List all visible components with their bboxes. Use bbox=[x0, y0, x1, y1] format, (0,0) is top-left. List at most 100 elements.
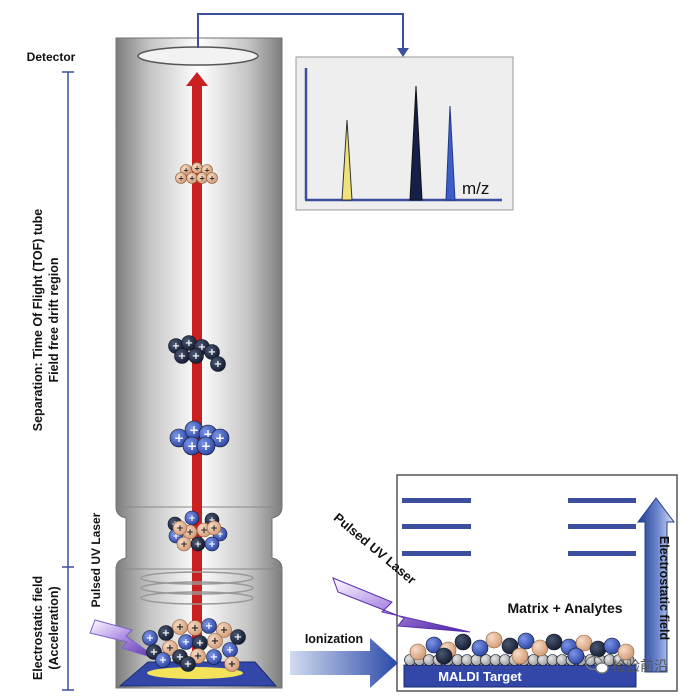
ion-particle: + bbox=[155, 652, 171, 668]
svg-text:+: + bbox=[226, 645, 234, 656]
svg-text:+: + bbox=[205, 621, 213, 632]
wechat-icon bbox=[585, 655, 609, 674]
spectrum-peak-2 bbox=[409, 85, 423, 201]
svg-text:+: + bbox=[210, 652, 218, 663]
svg-text:+: + bbox=[220, 625, 228, 636]
electrostatic-accel-label: Electrostatic field bbox=[31, 576, 45, 680]
svg-text:+: + bbox=[146, 633, 154, 644]
svg-text:+: + bbox=[201, 439, 211, 453]
ion-particle: + bbox=[206, 520, 222, 536]
svg-text:+: + bbox=[194, 651, 202, 662]
svg-text:+: + bbox=[211, 636, 219, 647]
tof-tube-label: Separation: Time Of Flight (TOF) tube bbox=[31, 209, 45, 432]
svg-text:+: + bbox=[176, 652, 184, 663]
ion-particle: + bbox=[216, 622, 232, 638]
ion-particle bbox=[603, 637, 621, 655]
watermark: 检验前沿 bbox=[585, 655, 668, 674]
svg-text:+: + bbox=[182, 637, 190, 648]
svg-text:+: + bbox=[176, 622, 184, 633]
svg-text:+: + bbox=[214, 359, 222, 370]
ion-beam-arrow bbox=[186, 72, 208, 652]
ion-particle bbox=[471, 639, 489, 657]
maldi-target-label: MALDI Target bbox=[438, 669, 522, 684]
svg-text:+: + bbox=[172, 532, 180, 542]
ion-particle: + bbox=[201, 618, 217, 634]
matrix-analytes-label: Matrix + Analytes bbox=[507, 600, 622, 616]
svg-text:+: + bbox=[204, 166, 210, 174]
ion-particle: + bbox=[174, 348, 190, 364]
field-free-label: Field free drift region bbox=[47, 257, 61, 382]
ion-particle bbox=[617, 643, 635, 661]
ion-particle: + bbox=[210, 428, 230, 448]
svg-text:+: + bbox=[187, 439, 197, 453]
svg-text:+: + bbox=[209, 174, 215, 182]
ion-particle bbox=[517, 632, 535, 650]
svg-text:+: + bbox=[192, 351, 200, 362]
svg-text:+: + bbox=[150, 647, 158, 658]
watermark-text: 检验前沿 bbox=[612, 658, 668, 674]
ion-particle bbox=[485, 631, 503, 649]
ion-particle: + bbox=[172, 619, 188, 635]
ionization-arrow bbox=[290, 638, 398, 688]
ion-particle: + bbox=[204, 536, 220, 552]
ion-particle bbox=[575, 634, 593, 652]
svg-text:+: + bbox=[194, 540, 202, 550]
ion-particle: + bbox=[158, 625, 174, 641]
svg-text:+: + bbox=[185, 338, 193, 349]
svg-text:+: + bbox=[189, 174, 195, 182]
ion-particle: + bbox=[188, 348, 204, 364]
ion-particle: + bbox=[184, 510, 200, 526]
mass-spectrum-panel: m/z bbox=[295, 56, 514, 211]
ion-particle bbox=[409, 643, 427, 661]
ion-particle: + bbox=[186, 172, 198, 184]
spectrum-peak-3 bbox=[445, 105, 456, 201]
pulsed-uv-laser-left-label: Pulsed UV Laser bbox=[89, 512, 103, 607]
ion-particle: + bbox=[196, 436, 216, 456]
svg-text:+: + bbox=[234, 632, 242, 643]
svg-text:+: + bbox=[174, 431, 184, 445]
ion-particle: + bbox=[176, 536, 192, 552]
svg-text:+: + bbox=[210, 524, 218, 534]
ion-particle bbox=[567, 647, 585, 665]
ion-particle: + bbox=[191, 162, 203, 174]
svg-text:+: + bbox=[184, 659, 192, 670]
signal-arrowhead bbox=[397, 48, 409, 57]
svg-text:+: + bbox=[208, 516, 216, 526]
svg-text:+: + bbox=[189, 423, 199, 437]
detector-label: Detector bbox=[27, 50, 76, 64]
svg-text:+: + bbox=[180, 540, 188, 550]
sample-plate bbox=[118, 661, 278, 687]
ion-particle bbox=[501, 637, 519, 655]
ion-particle: + bbox=[187, 620, 203, 636]
ion-particle: + bbox=[175, 172, 187, 184]
maldi-target-bar bbox=[403, 664, 637, 688]
electrostatic-field-arrow bbox=[637, 497, 675, 673]
ion-particle: + bbox=[181, 335, 197, 351]
svg-text:+: + bbox=[178, 174, 184, 182]
electrostatic-field-label: Electrostatic field bbox=[657, 536, 671, 640]
svg-text:+: + bbox=[228, 659, 236, 670]
ion-particle: + bbox=[222, 642, 238, 658]
ion-particle: + bbox=[190, 536, 206, 552]
svg-text:+: + bbox=[166, 643, 174, 654]
svg-text:+: + bbox=[208, 540, 216, 550]
ion-particle bbox=[511, 647, 529, 665]
ion-particle bbox=[454, 633, 472, 651]
svg-text:+: + bbox=[191, 623, 199, 634]
laser-bolt-icon bbox=[332, 577, 471, 633]
svg-text:+: + bbox=[203, 427, 213, 441]
svg-text:+: + bbox=[200, 526, 208, 536]
ion-particle bbox=[435, 647, 453, 665]
ion-particle: + bbox=[178, 634, 194, 650]
ion-particle: + bbox=[210, 356, 226, 372]
field-plates bbox=[402, 498, 636, 556]
ion-particle: + bbox=[192, 635, 208, 651]
svg-text:+: + bbox=[178, 351, 186, 362]
ion-particle bbox=[545, 633, 563, 651]
spectrum-peak-1 bbox=[341, 119, 353, 201]
svg-text:+: + bbox=[162, 628, 170, 639]
acceleration-grid bbox=[140, 571, 254, 605]
svg-text:+: + bbox=[215, 431, 225, 445]
ion-particle: + bbox=[230, 629, 246, 645]
